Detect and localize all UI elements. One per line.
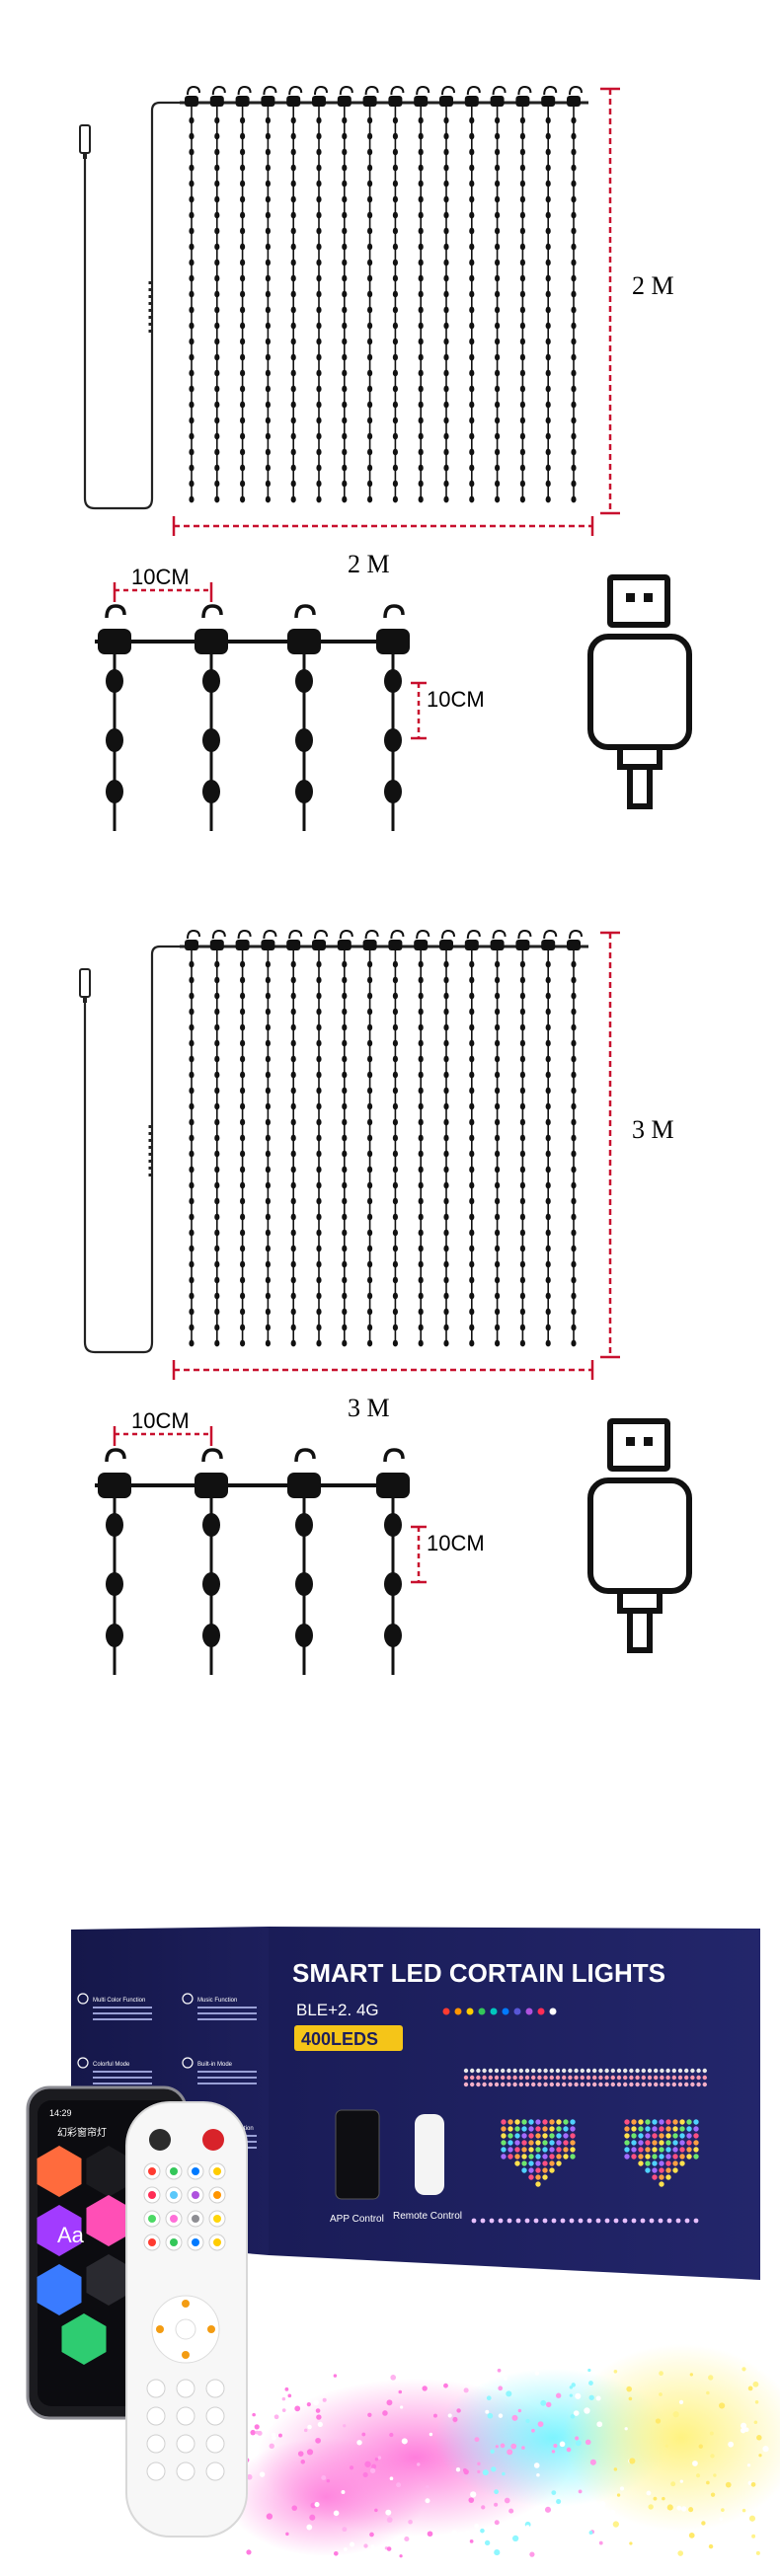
curtain-diagram-3m-svg: 3 M 3 M 10CM 10CM: [79, 929, 692, 1675]
box-subtitle: BLE+2. 4G: [296, 2001, 379, 2019]
drop-label: 10CM: [427, 1531, 485, 1555]
badge-label: 400LEDS: [301, 2029, 378, 2049]
curtain-diagram-2m-svg: 2 M 2 M 10CM 10CM: [79, 85, 692, 831]
phone-time: 14:29: [49, 2108, 72, 2118]
feature-label: Built-in Mode: [197, 2062, 233, 2068]
pixel-hearts-display: [463, 2068, 707, 2224]
usb-cable: [79, 101, 188, 510]
led-strands: [185, 85, 583, 503]
detail-strands: [98, 604, 410, 831]
phone-aa-label: Aa: [57, 2223, 85, 2247]
product-photo: SMART LED CORTAIN LIGHTS BLE+2. 4G 400LE…: [0, 1905, 780, 2571]
usb-plug-icon: [587, 574, 692, 809]
usb-cable: [79, 945, 188, 1354]
detail-strands: [98, 1448, 410, 1675]
box-remote-icon: [415, 2114, 444, 2195]
width-dimension: [172, 516, 594, 536]
feature-label: Colorful Mode: [93, 2062, 130, 2068]
spacing-label: 10CM: [131, 1408, 190, 1433]
detail-drop: [411, 1525, 427, 1584]
product-photo-svg: SMART LED CORTAIN LIGHTS BLE+2. 4G 400LE…: [26, 1927, 780, 2558]
height-dimension: [600, 931, 620, 1359]
phone-title: 幻彩窗帘灯: [57, 2126, 107, 2139]
remote-buttons: [143, 2129, 226, 2481]
height-dimension: [600, 87, 620, 515]
app-label: APP Control: [330, 2214, 384, 2225]
detail-drop: [411, 681, 427, 740]
feature-label: Music Function: [197, 1998, 237, 2004]
width-label: 2 M: [348, 550, 390, 578]
remote-label: Remote Control: [393, 2211, 462, 2222]
width-dimension: [172, 1360, 594, 1380]
light-bundle: [227, 2344, 780, 2558]
remote-control: [125, 2101, 248, 2538]
curtain-diagram-3m: 3 M 3 M 10CM 10CM: [0, 844, 780, 1693]
detail-spacing: [113, 582, 213, 602]
led-strands: [185, 929, 583, 1347]
detail-spacing: [113, 1426, 213, 1446]
usb-plug-icon: [587, 1418, 692, 1653]
width-label: 3 M: [348, 1394, 390, 1422]
drop-label: 10CM: [427, 687, 485, 712]
box-phone-icon: [335, 2109, 380, 2200]
height-label: 3 M: [632, 1115, 674, 1144]
spacing-label: 10CM: [131, 565, 190, 589]
feature-label: Multi Color Function: [93, 1998, 145, 2004]
phone-app-tiles: [37, 2146, 131, 2365]
height-label: 2 M: [632, 271, 674, 300]
curtain-diagram-2m: 2 M 2 M 10CM 10CM: [0, 0, 780, 849]
color-dot-row: [442, 2008, 557, 2015]
badge: [294, 2025, 403, 2051]
box-title: SMART LED CORTAIN LIGHTS: [292, 1958, 665, 1988]
